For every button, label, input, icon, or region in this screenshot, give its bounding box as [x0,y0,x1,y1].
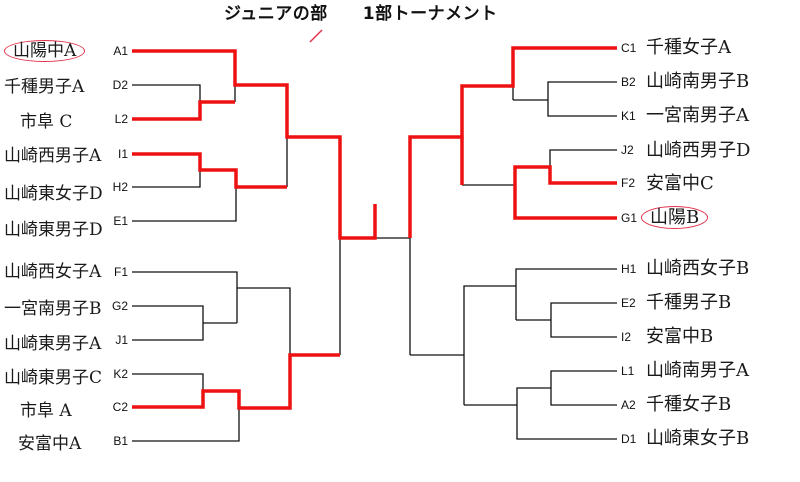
slot-code: H2 [112,180,128,194]
slot-code: H1 [621,262,637,276]
team-name: 山崎東女子B [646,428,750,449]
slot-code: D1 [621,432,637,446]
bracket-line [132,237,410,442]
winner-path [132,100,235,121]
slot-code: B1 [113,434,128,448]
slot-code: F2 [621,176,636,190]
slot-code: F1 [113,265,128,279]
team-name: 安富中C [646,173,714,194]
team-name: 山崎西女子B [646,258,750,279]
team-name: 安富中A [18,434,82,454]
winner-path [132,49,377,240]
slot-code: J2 [621,143,634,157]
right-bracket [409,47,617,440]
team-name: 山崎南男子A [646,360,749,381]
team-name: 市阜 C [20,112,73,132]
team-name: 山崎西女子A [4,262,102,282]
team-name: 山崎西男子D [646,140,751,161]
page-title: ジュニアの部 1部トーナメント [224,4,498,24]
slot-code: L1 [621,364,635,378]
slot-code: A2 [621,398,636,412]
slot-code: E2 [621,296,636,310]
team-name: 市阜 A [20,401,72,421]
slot-code: A1 [113,44,128,58]
winner-path [408,46,617,238]
slot-code: K1 [621,109,636,123]
winner-path [513,165,617,220]
team-name: 一宮南男子A [646,105,749,126]
bracket-line [410,268,617,440]
team-name: 千種男子A [4,77,85,97]
team-name: 千種男子B [646,292,732,313]
team-name-circled: 山陽中A [4,40,86,62]
team-name: 山崎南男子B [646,71,750,92]
team-name-circled: 山陽B [641,206,709,229]
slot-code: L2 [114,112,128,126]
team-name: 山崎東男子C [4,368,103,388]
team-name: 山崎西男子A [4,146,102,166]
slot-code: B2 [621,75,636,89]
team-name: 山崎東男子A [4,334,102,354]
slot-code: I1 [117,147,128,161]
winner-path [132,353,340,410]
red-pen-mark [309,29,323,43]
slot-code: D2 [112,78,128,92]
winner-path [132,152,287,189]
team-name: 一宮南男子B [4,299,102,319]
slot-code: G2 [111,299,128,313]
slot-code: K2 [113,367,128,381]
slot-code: E1 [113,214,128,228]
team-name: 山崎東男子D [4,220,103,240]
team-name: 山崎東女子D [4,184,103,204]
slot-code: C2 [112,400,128,414]
bracket-line [132,50,341,355]
winner-lines [132,46,617,410]
left-bracket [132,50,410,442]
team-name: 千種女子A [646,37,731,58]
team-name: 千種女子B [646,394,732,415]
slot-code: J1 [115,333,128,347]
slot-code: I2 [621,330,632,344]
slot-code: G1 [621,211,638,225]
slot-code: C1 [621,41,637,55]
team-name: 安富中B [646,326,714,347]
